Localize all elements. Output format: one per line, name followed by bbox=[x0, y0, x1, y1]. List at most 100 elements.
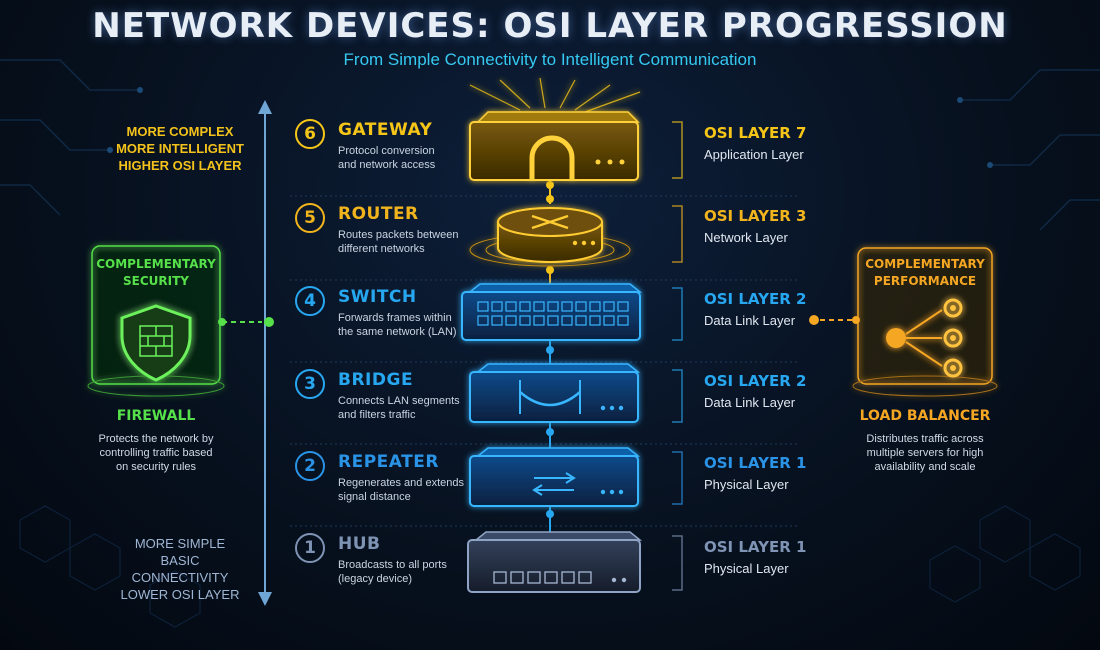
axis-note-top-line: MORE COMPLEX bbox=[126, 124, 234, 139]
firewall-name: FIREWALL bbox=[116, 408, 196, 424]
axis-note-top-line: MORE INTELLIGENT bbox=[116, 141, 244, 156]
switch-port bbox=[561, 315, 573, 326]
switch-port bbox=[617, 315, 629, 326]
device-desc-line: (legacy device) bbox=[338, 573, 412, 585]
device-desc-line: different networks bbox=[338, 243, 425, 255]
load-balancer-desc-line: multiple servers for high bbox=[866, 447, 984, 459]
device-name-router: ROUTER bbox=[338, 204, 419, 224]
hub-port bbox=[544, 571, 558, 584]
device-desc-switch: Forwards frames within the same network … bbox=[338, 311, 468, 339]
page-subtitle: From Simple Connectivity to Intelligent … bbox=[343, 50, 757, 69]
switch-port bbox=[603, 301, 615, 312]
layer-name-hub: Physical Layer bbox=[704, 561, 789, 576]
switch-port bbox=[505, 315, 517, 326]
device-desc-line: Broadcasts to all ports bbox=[338, 559, 447, 571]
complexity-axis-arrow bbox=[258, 100, 272, 606]
axis-note-bottom-line: BASIC CONNECTIVITY bbox=[131, 553, 229, 585]
device-number-repeater: 2 bbox=[295, 451, 325, 481]
hub-port bbox=[578, 571, 592, 584]
layer-bracket bbox=[672, 369, 683, 423]
device-desc-line: Routes packets between bbox=[338, 229, 459, 241]
device-desc-repeater: Regenerates and extends signal distance bbox=[338, 476, 468, 504]
switch-port bbox=[589, 301, 601, 312]
device-number-switch: 4 bbox=[295, 286, 325, 316]
switch-port bbox=[589, 315, 601, 326]
hub-port bbox=[527, 571, 541, 584]
layer-name-repeater: Physical Layer bbox=[704, 477, 789, 492]
load-balancer-card-label-line: PERFORMANCE bbox=[873, 274, 977, 288]
firewall-desc-line: Protects the network by bbox=[98, 433, 214, 445]
layer-bracket bbox=[672, 121, 683, 179]
gateway-device-icon bbox=[469, 77, 641, 181]
switch-port bbox=[575, 315, 587, 326]
device-name-hub: HUB bbox=[338, 534, 381, 554]
load-balancer-name: LOAD BALANCER bbox=[859, 408, 991, 424]
hub-port bbox=[493, 571, 507, 584]
load-balancer-card bbox=[852, 247, 998, 397]
bridge-device-icon bbox=[469, 363, 641, 423]
switch-port bbox=[603, 315, 615, 326]
device-desc-router: Routes packets between different network… bbox=[338, 228, 468, 256]
layer-bracket bbox=[672, 205, 683, 263]
device-connectors bbox=[546, 180, 554, 532]
device-desc-line: and network access bbox=[338, 159, 436, 171]
switch-port bbox=[617, 301, 629, 312]
device-name-repeater: REPEATER bbox=[338, 452, 439, 472]
load-balancer-desc-line: availability and scale bbox=[874, 461, 976, 473]
firewall-connector bbox=[218, 317, 274, 327]
device-desc-line: Regenerates and extends bbox=[338, 477, 464, 489]
device-number-hub: 1 bbox=[295, 533, 325, 563]
switch-port bbox=[519, 315, 531, 326]
layer-bracket bbox=[672, 535, 683, 591]
load-balancer-icon bbox=[886, 298, 963, 378]
device-number-gateway: 6 bbox=[295, 119, 325, 149]
firewall-card-label-line: COMPLEMENTARY bbox=[96, 257, 216, 271]
layer-title-repeater: OSI LAYER 1 bbox=[704, 454, 807, 472]
load-balancer-desc: Distributes traffic across multiple serv… bbox=[830, 432, 1020, 474]
device-desc-line: the same network (LAN) bbox=[338, 326, 457, 338]
device-desc-gateway: Protocol conversion and network access bbox=[338, 144, 468, 172]
switch-port bbox=[533, 315, 545, 326]
device-desc-line: Protocol conversion bbox=[338, 145, 435, 157]
axis-note-bottom-line: LOWER OSI LAYER bbox=[120, 587, 240, 602]
layer-bracket bbox=[672, 451, 683, 505]
firewall-desc-line: on security rules bbox=[115, 461, 197, 473]
device-number-router: 5 bbox=[295, 203, 325, 233]
device-number-bridge: 3 bbox=[295, 369, 325, 399]
device-name-gateway: GATEWAY bbox=[338, 120, 433, 140]
switch-port bbox=[491, 315, 503, 326]
switch-device-icon bbox=[461, 283, 643, 341]
hub-device-icon bbox=[467, 531, 643, 593]
hub-port bbox=[510, 571, 524, 584]
device-desc-line: Forwards frames within bbox=[338, 312, 452, 324]
shield-icon bbox=[120, 304, 192, 382]
load-balancer-card-label-line: COMPLEMENTARY bbox=[865, 257, 985, 271]
layer-name-switch: Data Link Layer bbox=[704, 313, 796, 328]
layer-title-bridge: OSI LAYER 2 bbox=[704, 372, 807, 390]
switch-port bbox=[477, 315, 489, 326]
axis-note-top: MORE COMPLEX MORE INTELLIGENT HIGHER OSI… bbox=[112, 123, 248, 174]
layer-title-gateway: OSI LAYER 7 bbox=[704, 124, 807, 142]
load-balancer-desc-line: Distributes traffic across bbox=[866, 433, 984, 445]
switch-port bbox=[575, 301, 587, 312]
repeater-device-icon bbox=[469, 447, 641, 507]
layer-name-router: Network Layer bbox=[704, 230, 788, 245]
load-balancer-card-label: COMPLEMENTARY PERFORMANCE bbox=[858, 256, 992, 290]
device-desc-bridge: Connects LAN segments and filters traffi… bbox=[338, 394, 468, 422]
switch-port bbox=[547, 315, 559, 326]
layer-name-gateway: Application Layer bbox=[704, 147, 804, 162]
switch-port bbox=[519, 301, 531, 312]
device-name-bridge: BRIDGE bbox=[338, 370, 414, 390]
firewall-desc: Protects the network by controlling traf… bbox=[66, 432, 246, 474]
router-device-icon bbox=[469, 207, 631, 267]
axis-note-bottom-line: MORE SIMPLE bbox=[134, 536, 226, 551]
load-balancer-connector bbox=[809, 315, 860, 325]
device-desc-line: Connects LAN segments bbox=[338, 395, 460, 407]
device-desc-line: signal distance bbox=[338, 491, 411, 503]
device-desc-hub: Broadcasts to all ports (legacy device) bbox=[338, 558, 468, 586]
layer-name-bridge: Data Link Layer bbox=[704, 395, 796, 410]
device-desc-line: and filters traffic bbox=[338, 409, 416, 421]
axis-note-top-line: HIGHER OSI LAYER bbox=[118, 158, 242, 173]
